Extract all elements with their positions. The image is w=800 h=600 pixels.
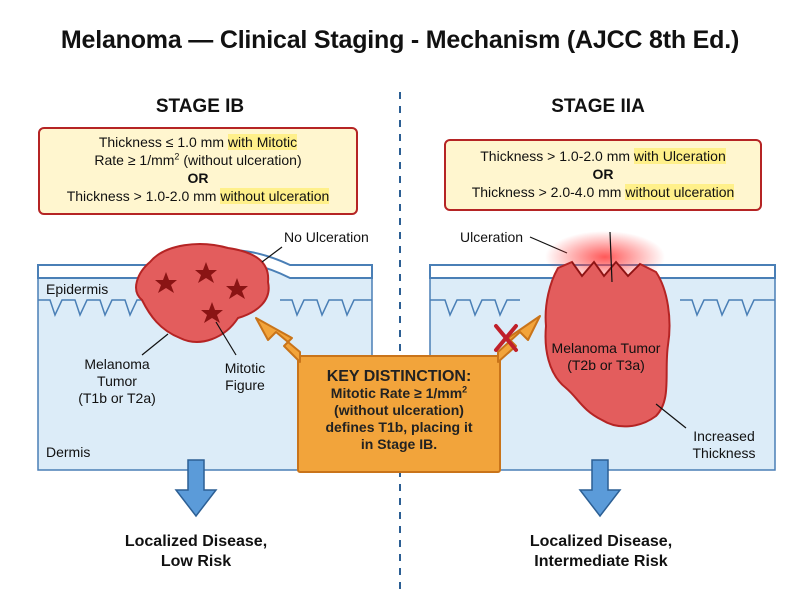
stage-ib-criteria-line2-post: (without ulceration) <box>179 152 302 168</box>
ulceration-crack <box>571 260 641 278</box>
label-mitotic-figure-l2: Figure <box>225 377 265 393</box>
stage-ib-criteria-line1: Thickness ≤ 1.0 mm with Mitotic <box>46 133 350 151</box>
page-title: Melanoma — Clinical Staging - Mechanism … <box>60 26 740 54</box>
label-melanoma-tumor-right-l2: (T2b or T3a) <box>567 357 645 373</box>
label-melanoma-tumor-right: Melanoma Tumor (T2b or T3a) <box>544 340 668 374</box>
key-distinction-l4: in Stage IB. <box>360 436 438 452</box>
key-distinction-box <box>297 355 501 473</box>
label-increased-thickness-l2: Thickness <box>692 445 756 461</box>
outcome-stage-ib: Localized Disease, Low Risk <box>96 532 296 572</box>
outcome-stage-ib-l1: Localized Disease, <box>124 533 268 550</box>
leader-no-ulceration <box>261 246 283 263</box>
stage-ib-criteria-line3-pre: Thickness > 1.0-2.0 mm <box>66 188 221 204</box>
leader-tumor-right <box>609 231 613 283</box>
leader-tumor-left <box>141 333 169 356</box>
stage-iia-criteria-line2: Thickness > 2.0-4.0 mm without ulceratio… <box>452 183 754 201</box>
outcome-stage-iia-l2: Intermediate Risk <box>534 553 668 570</box>
stage-ib-criteria-line1-pre: Thickness ≤ 1.0 mm <box>98 134 228 150</box>
key-distinction-text: KEY DISTINCTION: Mitotic Rate ≥ 1/mm2 (w… <box>303 360 495 468</box>
left-rete-ridges <box>38 299 372 318</box>
key-arrow-left <box>255 317 301 363</box>
leader-increased-thickness <box>655 403 687 429</box>
stage-iia-criteria-line1-pre: Thickness > 1.0-2.0 mm <box>480 148 634 164</box>
outcome-stage-ib-l2: Low Risk <box>160 553 232 570</box>
stage-iia-criteria-box: Thickness > 1.0-2.0 mm with Ulceration O… <box>444 139 762 211</box>
key-distinction-heading: KEY DISTINCTION: <box>326 368 472 385</box>
outcome-stage-iia: Localized Disease, Intermediate Risk <box>496 532 706 572</box>
label-ulceration: Ulceration <box>460 229 524 245</box>
label-melanoma-tumor-left-l2: Tumor <box>97 373 137 389</box>
key-distinction-l1-sup: 2 <box>462 384 468 395</box>
label-dermis: Dermis <box>46 444 91 460</box>
leader-mitotic <box>215 321 237 356</box>
stage-ib-criteria-or: OR <box>187 170 209 186</box>
label-increased-thickness: Increased Thickness <box>684 428 764 462</box>
mitotic-figure-3 <box>226 278 248 299</box>
red-x-mark <box>494 324 518 352</box>
mitotic-figure-2 <box>195 262 217 283</box>
key-distinction-l3: defines T1b, placing it <box>325 419 473 435</box>
stage-ib-criteria-line1-highlight: with Mitotic <box>227 134 298 150</box>
label-melanoma-tumor-right-l1: Melanoma Tumor <box>551 340 661 356</box>
stage-iia-criteria-line2-highlight: without ulceration <box>625 184 735 200</box>
stage-ib-heading: STAGE IB <box>155 96 245 117</box>
stage-iia-criteria-line1: Thickness > 1.0-2.0 mm with Ulceration <box>452 147 754 165</box>
stage-ib-criteria-line3-highlight: without ulceration <box>220 188 330 204</box>
label-melanoma-tumor-left: Melanoma Tumor (T1b or T2a) <box>62 356 172 407</box>
label-increased-thickness-l1: Increased <box>693 428 755 444</box>
stage-ib-criteria-line2-sup: 2 <box>174 151 180 162</box>
key-arrow-right <box>497 315 541 363</box>
mitotic-figures <box>155 262 248 323</box>
label-melanoma-tumor-left-l1: Melanoma <box>84 356 150 372</box>
stage-ib-criteria-line2: Rate ≥ 1/mm2 (without ulceration) <box>46 151 350 169</box>
key-distinction-l2: (without ulceration) <box>334 402 464 418</box>
label-no-ulceration: No Ulceration <box>284 229 369 245</box>
outcome-stage-iia-l1: Localized Disease, <box>529 533 673 550</box>
stage-ib-criteria-line2-text: Rate ≥ 1/mm <box>94 152 175 168</box>
stage-ib-criteria-box: Thickness ≤ 1.0 mm with Mitotic Rate ≥ 1… <box>38 127 358 215</box>
right-rete-ridges <box>430 299 775 318</box>
label-mitotic-figure: Mitotic Figure <box>214 360 276 394</box>
left-down-arrow <box>174 459 218 518</box>
stage-iia-heading: STAGE IIA <box>551 96 645 117</box>
label-melanoma-tumor-left-l3: (T1b or T2a) <box>78 390 156 406</box>
stage-iia-criteria-line2-pre: Thickness > 2.0-4.0 mm <box>471 184 626 200</box>
mitotic-figure-1 <box>155 272 177 293</box>
label-mitotic-figure-l1: Mitotic <box>224 360 266 376</box>
right-down-arrow <box>578 459 622 518</box>
mitotic-figure-4 <box>201 302 223 323</box>
stage-iia-criteria-line1-highlight: with Ulceration <box>633 148 726 164</box>
label-epidermis: Epidermis <box>46 281 109 297</box>
right-melanoma-tumor <box>544 260 671 428</box>
key-distinction-l1-text: Mitotic Rate ≥ 1/mm <box>330 385 463 401</box>
key-distinction-l1: Mitotic Rate ≥ 1/mm2 <box>303 385 495 402</box>
stage-iia-criteria-or: OR <box>592 166 614 182</box>
stage-ib-criteria-line3: Thickness > 1.0-2.0 mm without ulceratio… <box>46 187 350 205</box>
left-melanoma-tumor <box>135 243 270 343</box>
